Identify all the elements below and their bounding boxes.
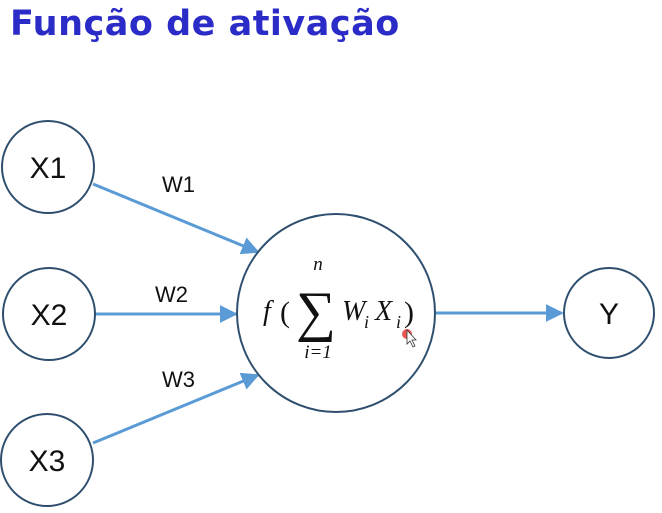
input-node-x2: X2 xyxy=(2,267,96,361)
formula-w: W xyxy=(342,296,368,327)
formula-function: f xyxy=(263,296,274,327)
formula-x: X xyxy=(374,296,393,327)
formula-open-paren: ( xyxy=(280,296,290,329)
formula-upper-limit: n xyxy=(313,254,323,275)
output-node-y-label: Y xyxy=(599,298,619,331)
arrow-x1-to-neuron xyxy=(92,182,260,255)
weight-label-w3: W3 xyxy=(162,367,195,392)
formula-close-paren: ) xyxy=(404,296,414,329)
input-node-x3: X3 xyxy=(0,413,94,507)
input-node-x1: X1 xyxy=(1,120,95,214)
formula-sigma: ∑ xyxy=(296,281,336,343)
formula-w-sub: i xyxy=(364,312,369,332)
mouse-cursor-icon xyxy=(402,328,417,348)
weight-label-w2: W2 xyxy=(155,282,188,307)
neuron-node: f ( ∑ n i=1 W i X i ) xyxy=(236,213,436,413)
formula-lower-limit: i=1 xyxy=(304,342,332,363)
weight-label-w1: W1 xyxy=(162,172,195,197)
page-title: Função de ativação xyxy=(10,4,400,44)
input-node-x1-label: X1 xyxy=(30,152,67,185)
output-node-y: Y xyxy=(563,267,655,359)
input-node-x3-label: X3 xyxy=(29,445,66,478)
input-node-x2-label: X2 xyxy=(31,299,68,332)
arrow-x3-to-neuron xyxy=(92,372,260,445)
formula-x-sub: i xyxy=(396,312,401,332)
